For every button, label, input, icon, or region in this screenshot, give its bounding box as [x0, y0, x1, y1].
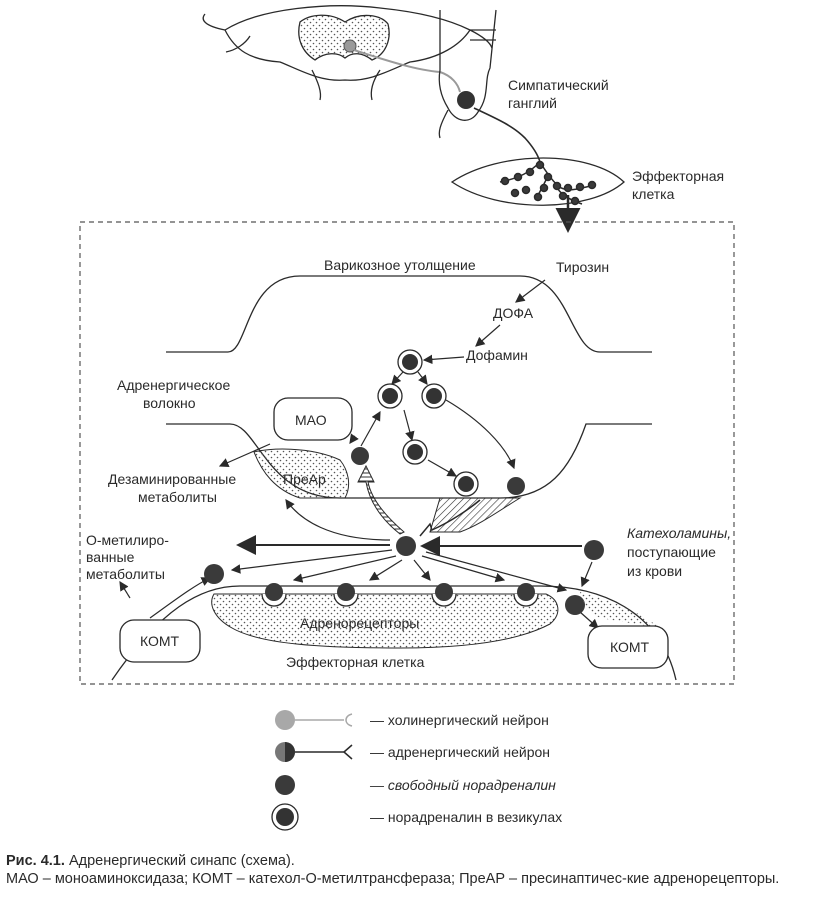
effector-right-dotted	[580, 592, 660, 628]
catecholamines-label-2: поступающие	[627, 544, 716, 560]
omethylated-label-3: метаболиты	[86, 566, 165, 582]
legend-vesicle-na-text: — норадреналин в везикулах	[370, 809, 562, 825]
omethylated-label-2: ванные	[86, 549, 135, 565]
adrenergic-fiber-label-1: Адренергическое	[117, 377, 230, 393]
ganglion-neuron-body	[457, 91, 475, 109]
tyrosine-label: Тирозин	[556, 259, 609, 275]
preganglionic-neuron-body	[343, 39, 357, 53]
vesicles	[377, 349, 479, 497]
omethylated-label-1: О-метилиро-	[86, 532, 169, 548]
sympathetic-ganglion	[438, 9, 497, 139]
deaminated-label-1: Дезаминированные	[108, 471, 236, 487]
dopa-label: ДОФА	[493, 305, 534, 321]
mao-box	[273, 397, 353, 441]
figure-label: Рис. 4.1.	[6, 853, 65, 869]
release-arrows	[119, 535, 599, 629]
sympathetic-ganglion-label-1: Симпатический	[508, 77, 609, 93]
legend-adrenergic-symbol	[275, 742, 353, 762]
dopamine-label: Дофамин	[466, 347, 528, 363]
legend-free-noradrenaline-symbol	[275, 775, 295, 795]
komt-left-label: КОМТ	[140, 633, 180, 649]
varicose-membrane	[166, 275, 652, 353]
legend-cholinergic-symbol	[275, 710, 353, 730]
figure-caption: Рис. 4.1. Адренергический синапс (схема)…	[6, 852, 812, 888]
legend-cholinergic-text: — холинергический нейрон	[370, 712, 549, 728]
legend-adrenergic-text: — адренергический нейрон	[370, 744, 550, 760]
adrenoreceptors-label: Адренорецепторы	[300, 615, 419, 631]
legend-free-na-text: — свободный норадреналин	[369, 777, 556, 793]
postganglionic-axon	[473, 107, 541, 163]
effector-cell-top	[450, 157, 625, 206]
varicose-thickening-label: Варикозное утолщение	[324, 257, 476, 273]
release-arrow	[357, 464, 405, 535]
synapse-frame	[79, 221, 735, 685]
varicose-fiber-branches	[499, 160, 597, 206]
adrenergic-synapse-diagram: Симпатический ганглий Эффекторная клетка…	[79, 5, 735, 831]
effector-cell-bottom-label: Эффекторная клетка	[286, 654, 425, 670]
free-noradrenaline	[204, 447, 604, 615]
prear-region	[253, 448, 350, 499]
adrenoreceptors	[261, 583, 539, 607]
deaminated-label-2: метаболиты	[138, 489, 217, 505]
effector-cell-top-label-1: Эффекторная	[632, 168, 724, 184]
spinal-cord	[202, 5, 493, 101]
catecholamines-label-3: из крови	[627, 563, 682, 579]
legend-vesicle-symbol	[271, 803, 299, 831]
reuptake-arrow	[419, 499, 481, 537]
catecholamines-label-1: Катехоламины,	[627, 525, 731, 541]
caption-title: Адренергический синапс (схема).	[68, 853, 295, 869]
adrenoreceptor-region	[211, 593, 559, 649]
reuptake-transporter	[429, 497, 522, 533]
caption-note: МАО – моноаминоксидаза; КОМТ – катехол-О…	[6, 871, 780, 887]
prear-label: ПреАр	[283, 471, 326, 487]
mao-label: МАО	[295, 412, 327, 428]
caption-title-line: Рис. 4.1. Адренергический синапс (схема)…	[6, 852, 812, 870]
legend: — холинергический нейрон — адренергическ…	[271, 710, 562, 831]
komt-right-box	[587, 625, 669, 669]
synthesis-arrows	[218, 279, 546, 541]
sympathetic-ganglion-label-2: ганглий	[508, 95, 557, 111]
komt-right-label: КОМТ	[610, 639, 650, 655]
komt-left-box	[119, 619, 201, 663]
adrenergic-fiber-label-2: волокно	[143, 395, 196, 411]
effector-cell-top-label-2: клетка	[632, 186, 675, 202]
